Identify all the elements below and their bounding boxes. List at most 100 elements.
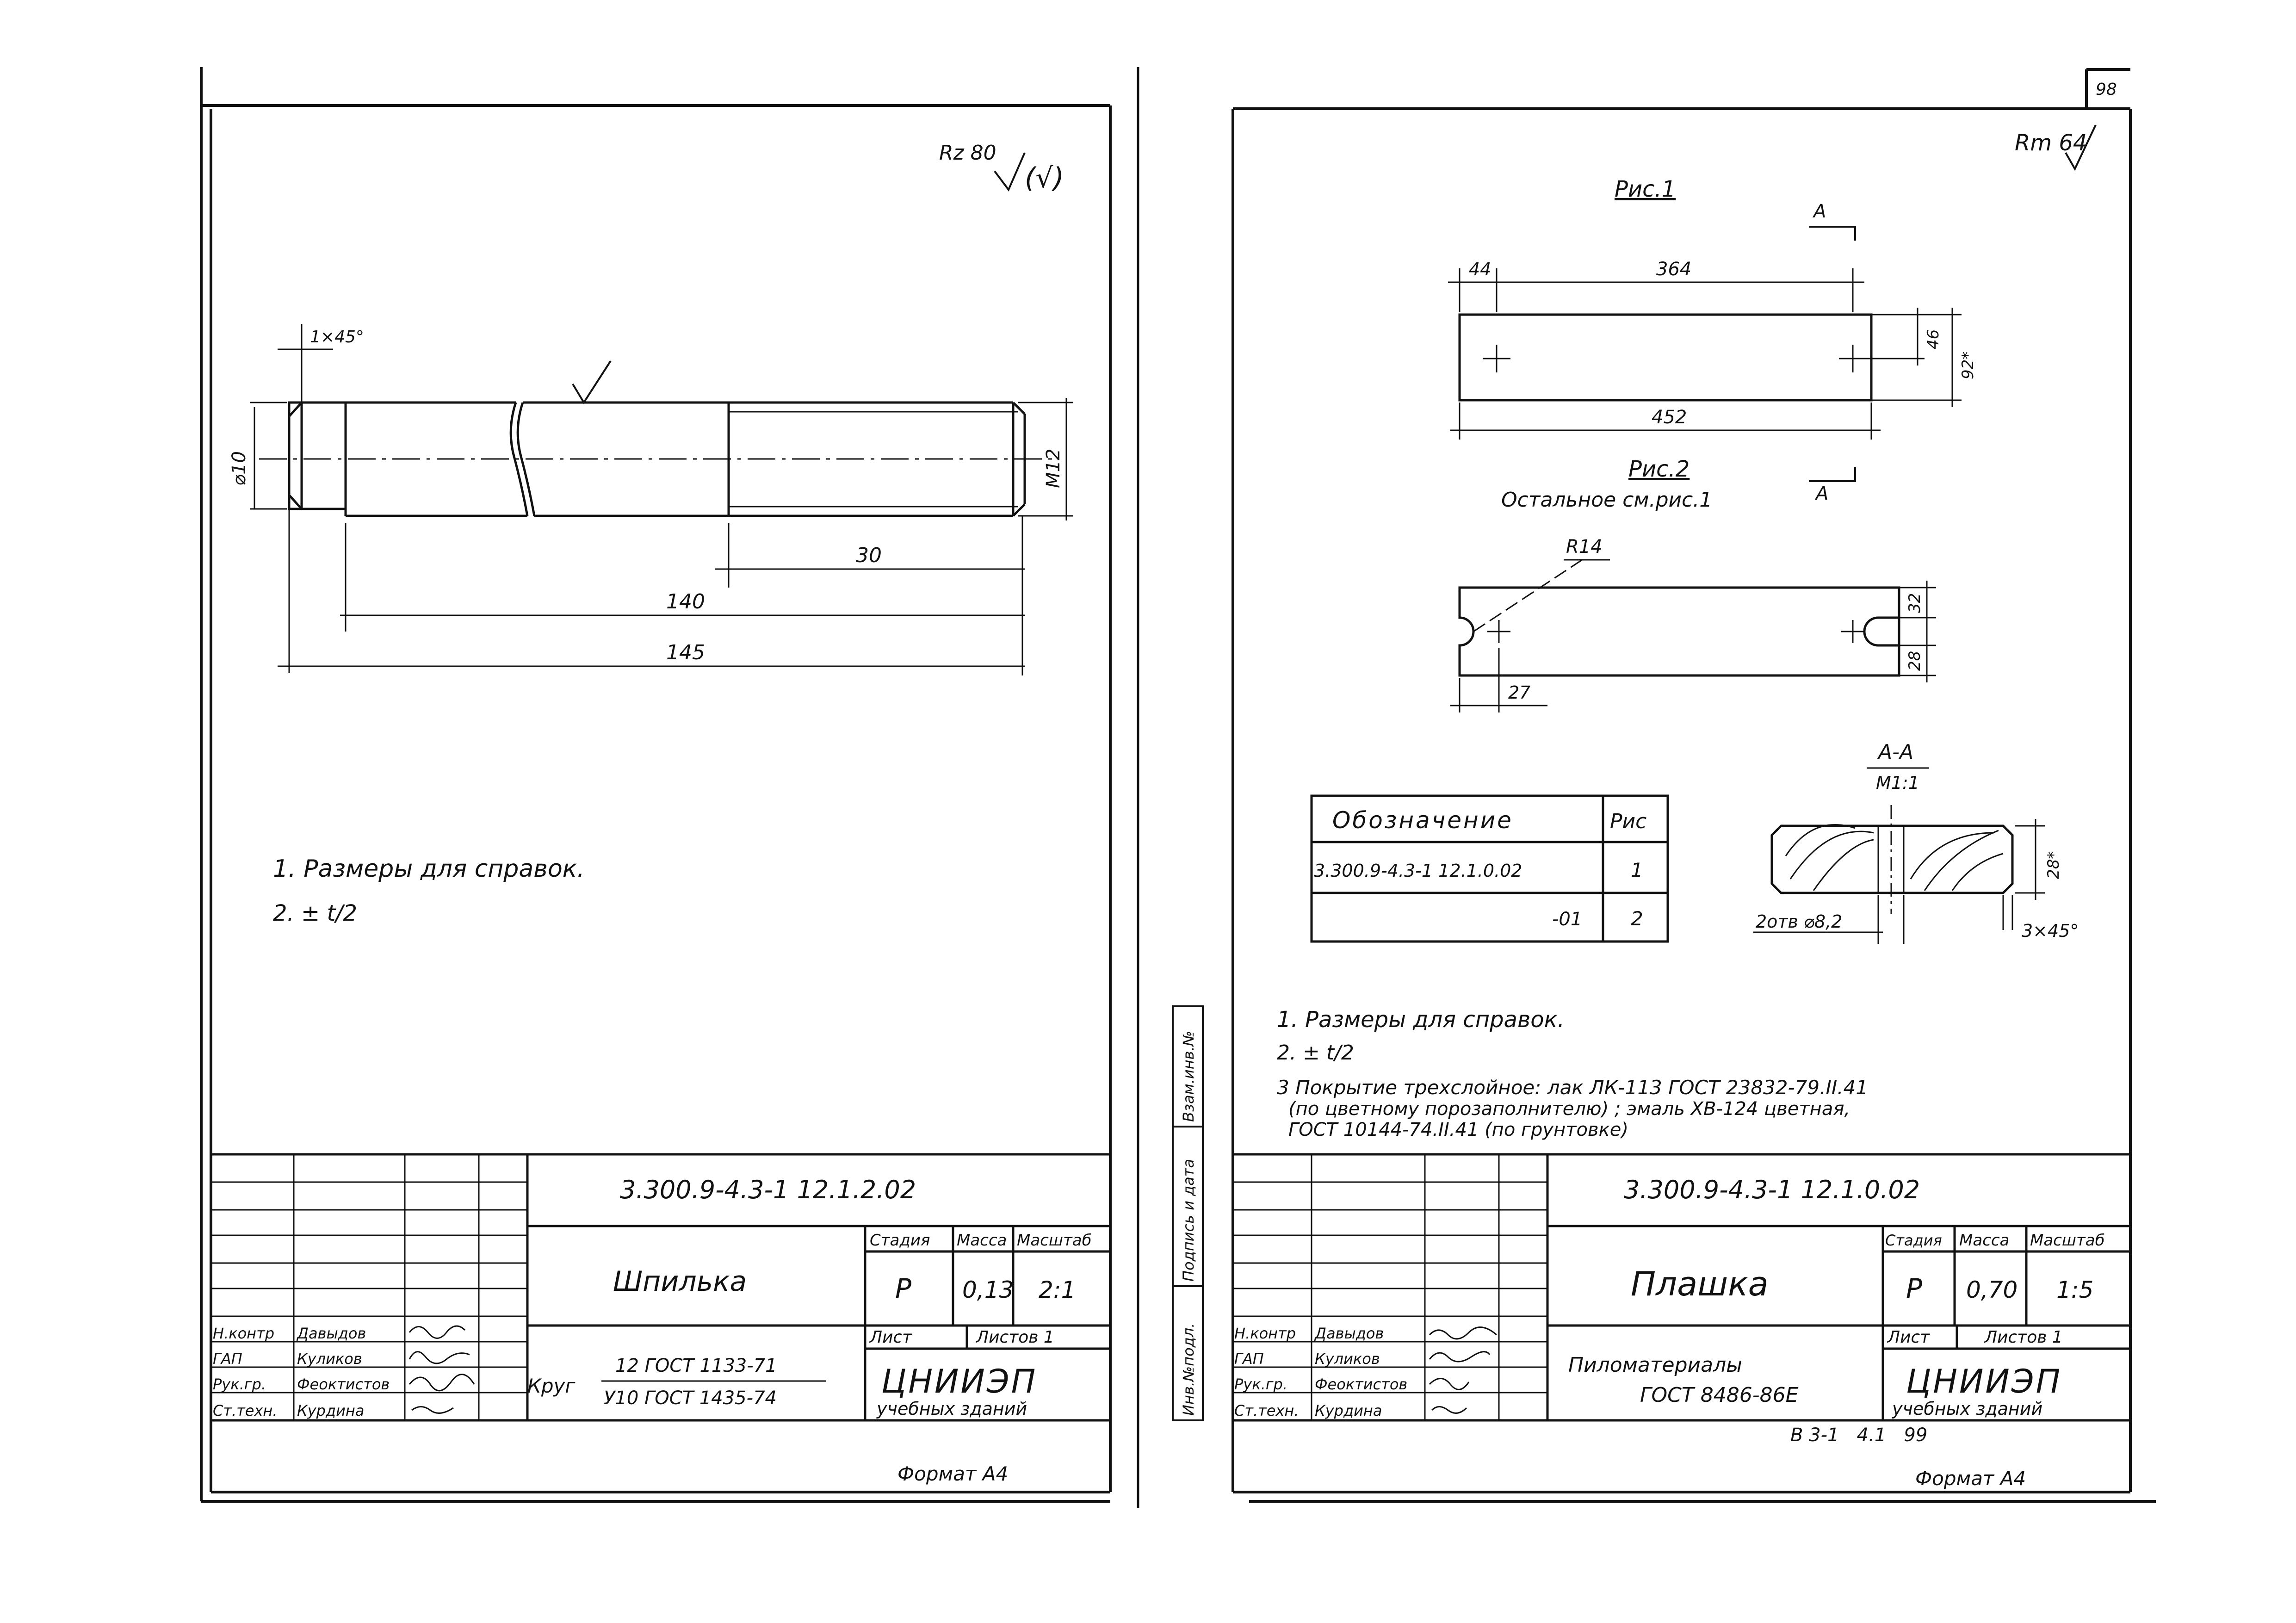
left-org-line-1: ЦНИИЭП	[881, 1363, 1037, 1400]
fig1-dim-452: 452	[1652, 407, 1687, 428]
side-stamp-repl: Взам.инв.№	[1180, 1031, 1197, 1122]
left-format: Формат А4	[897, 1462, 1008, 1485]
fig1-drawing: А А 44 364 452 46 92*	[1448, 201, 1977, 504]
left-doc-code: 3.300.9-4.3-1 12.1.2.02	[620, 1175, 916, 1204]
right-signatures	[1429, 1326, 1497, 1414]
left-stage-label: Стадия	[870, 1231, 930, 1250]
right-role-3: Рук.гр.	[1234, 1375, 1287, 1393]
right-material-line-1: Пиломатериалы	[1568, 1353, 1742, 1377]
right-note-1: 1. Размеры для справок.	[1277, 1007, 1565, 1033]
left-name-2: Куликов	[297, 1350, 362, 1368]
right-roughness-mark: Rm 64	[2015, 130, 2087, 156]
right-role-2: ГАП	[1234, 1350, 1264, 1368]
right-format: Формат А4	[1915, 1467, 2026, 1490]
left-title-block: 3.300.9-4.3-1 12.1.2.02 Шпилька Стадия М…	[211, 1153, 1110, 1422]
left-sheets-label: Листов 1	[975, 1328, 1054, 1347]
table-row-1-designation: 3.300.9-4.3-1 12.1.0.02	[1314, 861, 1522, 881]
fig2-label: Рис.2	[1628, 456, 1690, 482]
table-row-1-fig: 1	[1631, 859, 1643, 881]
right-org-line-1: ЦНИИЭП	[1906, 1363, 2062, 1400]
right-mass-label: Масса	[1959, 1231, 2009, 1250]
left-name-4: Курдина	[297, 1402, 364, 1419]
right-roughness: Rm 64	[2015, 124, 2097, 171]
right-role-4: Ст.техн.	[1234, 1402, 1299, 1419]
left-roughness-suffix: (√)	[1025, 162, 1064, 194]
left-material-prefix: Круг	[527, 1375, 576, 1397]
fig2-note: Остальное см.рис.1	[1501, 488, 1712, 512]
dim-thread-length: 30	[856, 544, 882, 567]
dim-thread: M12	[1043, 449, 1064, 488]
fig2-dim-32: 32	[1906, 593, 1924, 613]
right-stage-label: Стадия	[1885, 1232, 1942, 1249]
side-stamp-sign: Подпись и дата	[1180, 1159, 1197, 1282]
right-note-2: 2. ± t/2	[1277, 1041, 1354, 1065]
fig1-dim-44: 44	[1469, 259, 1491, 279]
left-material-line-1: 12 ГОСТ 1133-71	[615, 1355, 777, 1376]
right-stage: Р	[1906, 1273, 1922, 1304]
left-scale: 2:1	[1039, 1276, 1076, 1303]
left-mass: 0,13	[962, 1276, 1014, 1303]
right-name-1: Давыдов	[1314, 1325, 1384, 1342]
fig1-dim-364: 364	[1656, 259, 1691, 280]
right-role-1: Н.контр	[1234, 1325, 1296, 1342]
fig2-dim-28: 28	[1906, 651, 1924, 671]
left-role-1: Н.контр	[213, 1325, 274, 1342]
right-material-line-2: ГОСТ 8486-86Е	[1640, 1383, 1799, 1407]
fig1-dim-46: 46	[1924, 329, 1943, 349]
right-scale: 1:5	[2056, 1276, 2093, 1303]
fig1-section-mark-top: А	[1812, 201, 1826, 222]
left-signatures	[408, 1325, 475, 1414]
right-name-3: Феоктистов	[1315, 1375, 1407, 1393]
section-dim-holes: 2отв ⌀8,2	[1756, 911, 1842, 932]
left-roughness: Rz 80 (√)	[939, 141, 1064, 194]
right-note-5: ГОСТ 10144-74.II.41 (по грунтовке)	[1288, 1119, 1628, 1140]
left-material-line-2: У10 ГОСТ 1435-74	[604, 1388, 777, 1409]
left-sheet-label: Лист	[869, 1328, 912, 1347]
left-name-1: Давыдов	[296, 1325, 366, 1342]
section-aa: А-А М1:1 28* 2отв ⌀8,2 3×45°	[1753, 740, 2079, 944]
side-stamp: Инв.№подл. Подпись и дата Взам.инв.№	[1172, 1005, 1204, 1421]
left-org-line-2: учебных зданий	[876, 1399, 1027, 1419]
fig2-dim-27: 27	[1508, 682, 1530, 703]
fig1-label: Рис.1	[1615, 176, 1676, 202]
dim-length-140: 140	[666, 590, 705, 613]
right-notes: 1. Размеры для справок. 2. ± t/2 3 Покры…	[1277, 1007, 1868, 1140]
fig1-section-mark-bottom: А	[1814, 483, 1828, 504]
table-row-2-fig: 2	[1631, 907, 1643, 930]
fig2-drawing: R14 32 28 27	[1450, 536, 1936, 712]
right-name-2: Куликов	[1315, 1350, 1380, 1368]
fig2-dim-r14: R14	[1566, 536, 1603, 558]
right-sheet-label: Лист	[1887, 1328, 1930, 1347]
section-dim-chamfer: 3×45°	[2022, 921, 2079, 941]
left-role-4: Ст.техн.	[213, 1402, 278, 1419]
right-note-3: 3 Покрытие трехслойное: лак ЛК-113 ГОСТ …	[1277, 1076, 1868, 1099]
left-note-2: 2. ± t/2	[273, 900, 357, 926]
left-role-3: Рук.гр.	[213, 1375, 266, 1393]
left-mass-label: Масса	[957, 1231, 1007, 1250]
right-name-4: Курдина	[1315, 1402, 1382, 1419]
side-stamp-inv: Инв.№подл.	[1180, 1323, 1197, 1416]
dim-diameter: ⌀10	[229, 451, 250, 486]
left-scale-label: Масштаб	[1017, 1231, 1092, 1250]
section-scale: М1:1	[1876, 773, 1919, 793]
left-notes: 1. Размеры для справок. 2. ± t/2	[273, 855, 585, 926]
designation-table: Обозначение Рис 3.300.9-4.3-1 12.1.0.02 …	[1310, 794, 1669, 943]
left-name-3: Феоктистов	[297, 1375, 390, 1393]
right-org-line-2: учебных зданий	[1892, 1399, 2042, 1419]
series-code: В 3-1 4.1 99	[1790, 1425, 1927, 1446]
section-title: А-А	[1877, 740, 1913, 764]
table-header-designation: Обозначение	[1332, 807, 1513, 834]
fig1-dim-92: 92*	[1959, 352, 1977, 379]
sheet-frames	[200, 67, 2156, 1508]
right-part-title: Плашка	[1631, 1264, 1769, 1303]
stud-drawing	[259, 360, 1059, 517]
stud-dimensions	[250, 324, 1073, 675]
table-header-fig: Рис	[1610, 810, 1646, 833]
right-doc-code: 3.300.9-4.3-1 12.1.0.02	[1624, 1175, 1920, 1204]
right-title-block: 3.300.9-4.3-1 12.1.0.02 Плашка Стадия Ма…	[1233, 1153, 2130, 1422]
left-note-1: 1. Размеры для справок.	[273, 855, 585, 883]
left-roughness-mark: Rz 80	[939, 141, 996, 165]
right-sheets-label: Листов 1	[1984, 1328, 2063, 1347]
left-part-title: Шпилька	[613, 1265, 747, 1298]
